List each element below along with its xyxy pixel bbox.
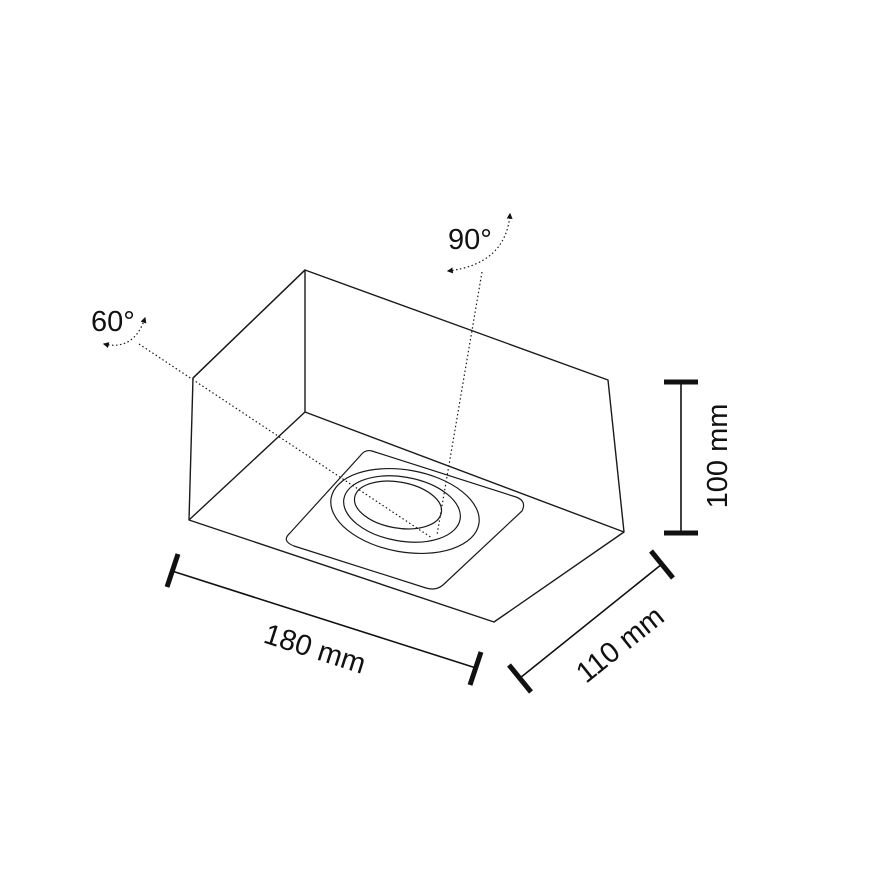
height-dimension: 100 mm [664, 379, 734, 536]
length-tick-left [164, 553, 181, 588]
length-dimension: 180 mm [164, 553, 484, 686]
middle-ring [343, 475, 461, 543]
box-interior-right-edge [304, 411, 625, 533]
box-outer-outline [188, 269, 625, 623]
lamp-holder [285, 449, 525, 590]
rotation-angle-label: 90° [448, 224, 492, 256]
box-inner-back-edge [192, 269, 306, 412]
depth-dimension: 110 mm [507, 549, 675, 694]
tilt-angle-arrow [102, 316, 147, 349]
tilt-angle-label: 60° [91, 306, 135, 338]
length-dimension-line [171, 570, 477, 669]
length-label: 180 mm [260, 618, 370, 680]
rotation-axis-line [436, 271, 483, 536]
height-label: 100 mm [702, 404, 734, 509]
outer-ring [330, 467, 480, 555]
depth-tick-bottom [507, 663, 533, 694]
rotation-angle-arrow [446, 212, 513, 274]
fixture-box [188, 269, 625, 623]
depth-dimension-line [519, 563, 663, 679]
depth-label: 110 mm [570, 600, 670, 689]
tilt-axis-line [138, 343, 433, 539]
box-interior-left-edge [188, 411, 306, 521]
length-tick-right [467, 651, 484, 686]
rounded-square-plate [285, 449, 525, 590]
depth-tick-top [649, 549, 675, 580]
